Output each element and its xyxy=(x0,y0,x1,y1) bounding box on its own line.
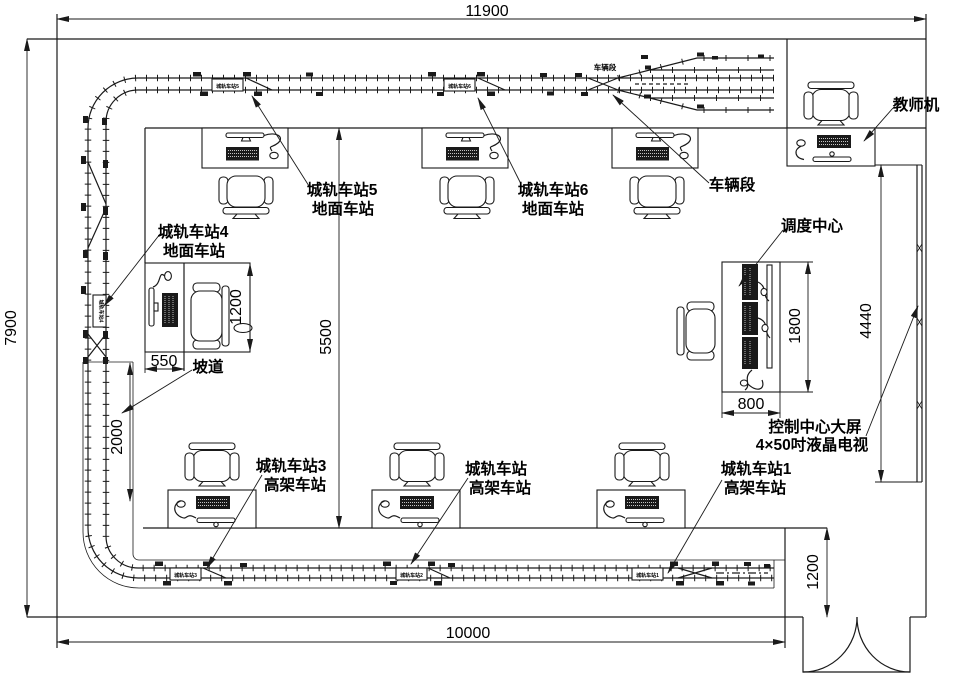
dim-ramp: 2000 xyxy=(109,362,133,502)
label-screen-line1: 控制中心大屏 xyxy=(768,417,861,436)
label-station5-line2: 地面车站 xyxy=(312,199,375,218)
dim-track-corridor-text: 1200 xyxy=(805,554,822,590)
dim-top-width-text: 11900 xyxy=(465,3,508,20)
dim-left-height-text: 7900 xyxy=(3,310,20,346)
label-station1-line2: 高架车站 xyxy=(724,478,787,497)
dim-station4-depth-text: 1200 xyxy=(228,289,245,325)
chair-station3 xyxy=(184,442,240,487)
dim-left-height: 7900 xyxy=(3,38,31,618)
label-station6-line1: 城轨车站6 xyxy=(518,180,589,199)
track-sign-station6: 城轨车站6 xyxy=(443,78,476,92)
dim-dispatch-width-text: 800 xyxy=(738,396,765,413)
dim-dispatch-depth-text: 1800 xyxy=(787,308,804,344)
chair-station5 xyxy=(218,175,274,220)
dim-station4-width-text: 550 xyxy=(151,353,178,370)
chair-dispatch xyxy=(676,301,716,361)
dim-station4-depth: 1200 xyxy=(228,263,253,352)
track-sign-station2: 城轨车站2 xyxy=(395,567,428,581)
chair-station6 xyxy=(439,175,495,220)
track-sign-station5-text: 城轨车站5 xyxy=(216,83,239,90)
dim-hall-height: 5500 xyxy=(318,127,342,529)
label-screen-line2: 4×50吋液晶电视 xyxy=(756,435,869,454)
screen-wall xyxy=(916,165,923,482)
dim-top-width: 11900 xyxy=(56,3,927,22)
label-ramp: 坡道 xyxy=(192,357,224,376)
chair-station1 xyxy=(614,442,670,487)
dim-ramp-text: 2000 xyxy=(109,419,126,455)
label-depot: 车辆段 xyxy=(709,175,756,194)
label-station2-line1: 城轨车站 xyxy=(465,459,528,478)
desk-station5 xyxy=(201,127,289,169)
track-loop xyxy=(84,74,774,582)
room-walls xyxy=(27,14,927,648)
track-sign-station3-text: 城轨车站3 xyxy=(174,572,197,579)
label-station2-line2: 高架车站 xyxy=(469,478,532,497)
track-sign-station4: 城轨车站4 xyxy=(92,294,107,328)
label-depot-track: 车辆段 xyxy=(594,62,617,72)
label-station4-line2: 地面车站 xyxy=(163,241,226,260)
depot-tracks xyxy=(587,55,774,113)
viaduct-outline xyxy=(82,361,785,589)
annotations: 城轨车站5 地面车站 城轨车站6 地面车站 车辆段 车辆段 教师机 城轨车站4 … xyxy=(158,62,940,497)
station4-area xyxy=(144,262,253,371)
label-station4-line1: 城轨车站4 xyxy=(158,222,229,241)
dispatch-desk xyxy=(721,261,781,393)
label-station6-line2: 地面车站 xyxy=(522,199,585,218)
track-sign-station2-text: 城轨车站2 xyxy=(400,572,423,579)
track-sign-station1-text: 城轨车站1 xyxy=(636,572,659,579)
dim-dispatch-depth: 1800 xyxy=(780,261,813,393)
dim-hall-height-text: 5500 xyxy=(318,319,335,355)
chair-depot xyxy=(629,175,685,220)
label-station3-line2: 高架车站 xyxy=(264,475,327,494)
desk-station2 xyxy=(371,489,461,529)
label-station3-line1: 城轨车站3 xyxy=(256,456,327,475)
desk-teacher xyxy=(786,127,876,167)
dim-bottom-width: 10000 xyxy=(56,625,786,645)
track-sign-station6-text: 城轨车站6 xyxy=(448,83,471,90)
label-dispatch: 调度中心 xyxy=(781,216,844,235)
dim-station4-width: 550 xyxy=(144,352,185,373)
door xyxy=(802,616,911,673)
dim-bottom-width-text: 10000 xyxy=(446,625,491,642)
leader-lines xyxy=(103,94,919,574)
dim-dispatch-width: 800 xyxy=(721,392,781,418)
chair-station2 xyxy=(389,442,445,487)
chair-station4 xyxy=(190,282,253,350)
chair-teacher xyxy=(803,81,859,126)
track-markers xyxy=(81,52,770,586)
track-sign-station3: 城轨车站3 xyxy=(169,567,202,581)
label-teacher: 教师机 xyxy=(893,95,940,114)
track-sign-station5: 城轨车站5 xyxy=(211,78,244,92)
desk-station3 xyxy=(167,489,257,529)
desk-station6 xyxy=(421,127,509,169)
track-sign-station1: 城轨车站1 xyxy=(631,567,664,581)
label-station5-line1: 城轨车站5 xyxy=(307,180,378,199)
label-station1-line1: 城轨车站1 xyxy=(721,459,792,478)
track-sign-station4-text: 城轨车站4 xyxy=(98,300,105,323)
desk-station1 xyxy=(596,489,686,529)
dim-track-corridor: 1200 xyxy=(805,527,830,618)
dim-screen-length-text: 4440 xyxy=(858,303,875,339)
dim-screen-length: 4440 xyxy=(858,164,922,483)
